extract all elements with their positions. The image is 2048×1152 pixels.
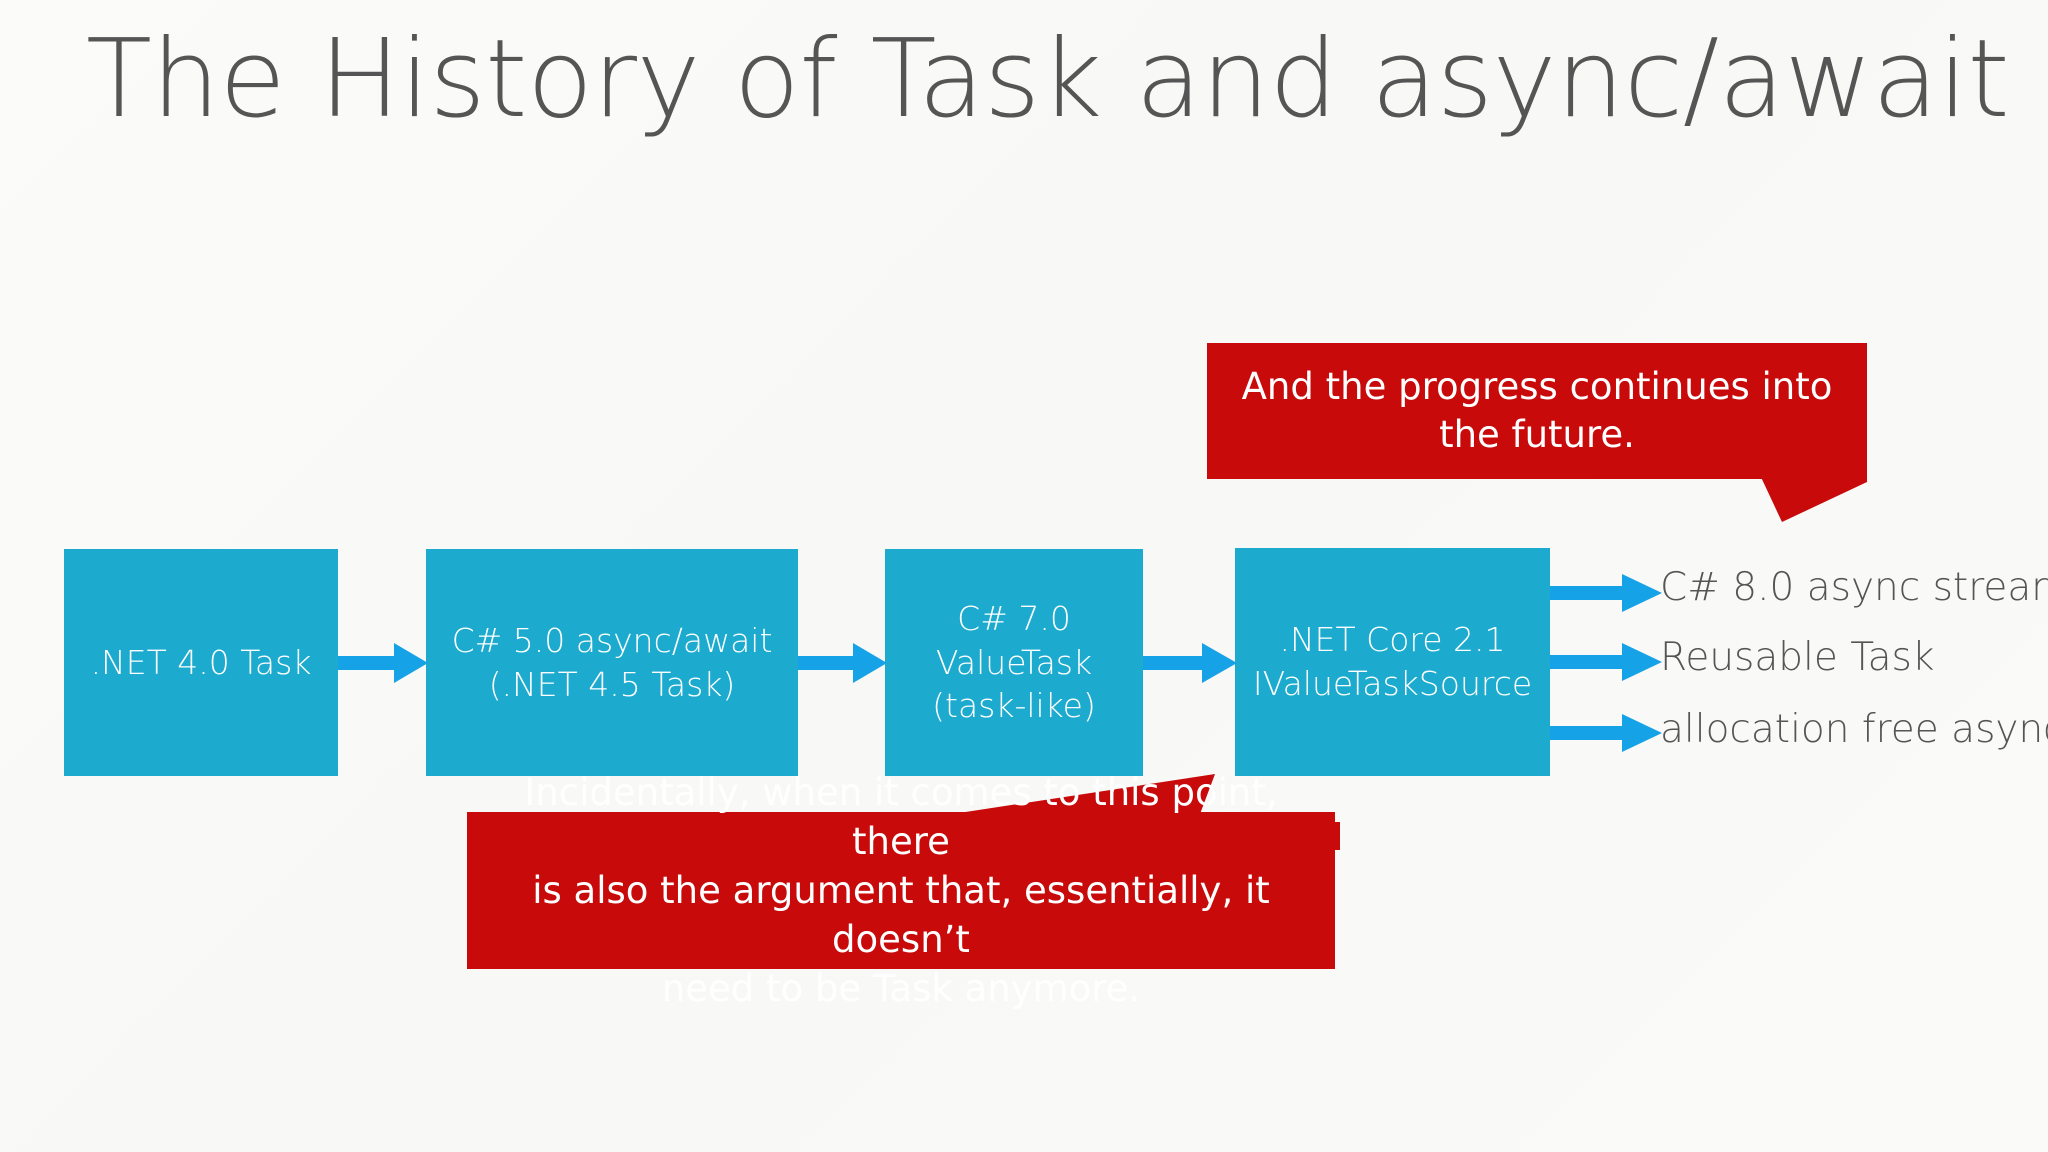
flow-box-line: (task-like) bbox=[932, 686, 1096, 726]
arrow-right-icon bbox=[1550, 642, 1662, 682]
flow-box-csharp-5-0-async-await[interactable]: C# 5.0 async/await (.NET 4.5 Task) bbox=[426, 549, 798, 776]
callout-bottom-text: Incidentally, when it comes to this poin… bbox=[491, 768, 1311, 1014]
callout-tail-icon bbox=[1207, 470, 1867, 580]
flow-box-line: .NET Core 2.1 bbox=[1279, 620, 1506, 660]
outcome-label-allocation-free-async: allocation free async bbox=[1660, 707, 2048, 752]
flow-box-dotnet-4-0-task[interactable]: .NET 4.0 Task bbox=[64, 549, 338, 776]
arrow-right-icon bbox=[1550, 713, 1662, 753]
callout-line: the future. bbox=[1439, 413, 1635, 456]
callout-line: And the progress continues into bbox=[1241, 364, 1833, 408]
callout-line: is also the argument that, essentially, … bbox=[532, 868, 1270, 962]
arrow-right-icon bbox=[798, 641, 887, 685]
flow-box-line: (.NET 4.5 Task) bbox=[488, 664, 736, 704]
flow-box-label: C# 7.0 ValueTask (task-like) bbox=[893, 597, 1135, 728]
callout-top-text: And the progress continues into the futu… bbox=[1233, 363, 1841, 459]
flow-box-label: C# 5.0 async/await (.NET 4.5 Task) bbox=[434, 619, 790, 706]
flow-box-label: .NET Core 2.1 IValueTaskSource bbox=[1243, 618, 1542, 705]
callout-line: need to be Task anymore. bbox=[661, 967, 1141, 1011]
flow-box-line: ValueTask bbox=[935, 642, 1093, 682]
flow-box-line: IValueTaskSource bbox=[1252, 664, 1533, 703]
arrow-right-icon bbox=[1143, 641, 1237, 685]
callout-line: Incidentally, when it comes to this poin… bbox=[524, 770, 1278, 863]
flow-box-label: .NET 4.0 Task bbox=[72, 641, 330, 685]
flow-box-line: C# 5.0 async/await bbox=[451, 620, 773, 660]
arrow-right-icon bbox=[338, 641, 428, 685]
flow-box-csharp-7-0-valuetask[interactable]: C# 7.0 ValueTask (task-like) bbox=[885, 549, 1143, 776]
arrow-right-icon bbox=[1550, 573, 1662, 613]
flow-box-line: C# 7.0 bbox=[957, 599, 1071, 639]
flow-box-line: .NET 4.0 Task bbox=[90, 642, 312, 682]
flow-box-dotnet-core-2-1-ivaluetasksource[interactable]: .NET Core 2.1 IValueTaskSource bbox=[1235, 548, 1550, 776]
page-title: The History of Task and async/await bbox=[86, 17, 2010, 142]
callout-bottom-bubble: Incidentally, when it comes to this poin… bbox=[467, 771, 1335, 1010]
callout-top-bubble: And the progress continues into the futu… bbox=[1207, 343, 1867, 479]
outcome-label-async-stream: C# 8.0 async stream bbox=[1660, 565, 2048, 610]
outcome-label-reusable-task: Reusable Task bbox=[1660, 635, 1935, 680]
